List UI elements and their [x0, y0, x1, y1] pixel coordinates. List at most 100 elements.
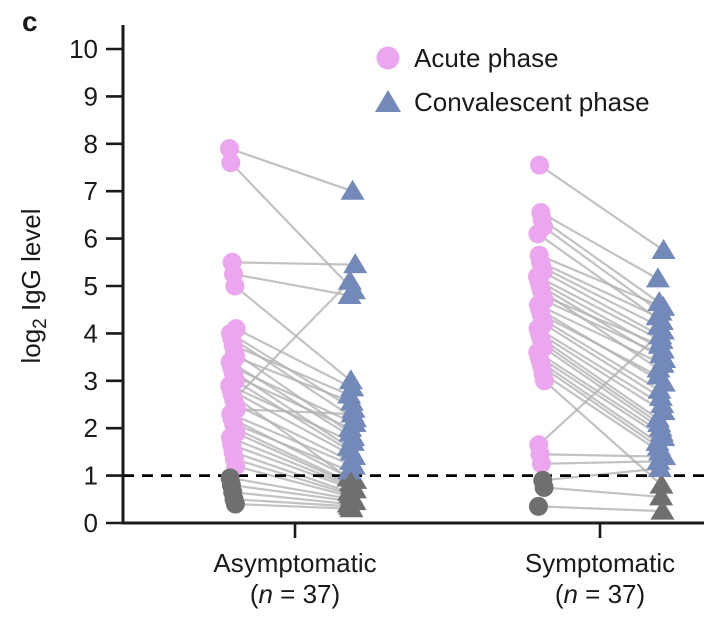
convalescent-point: [647, 333, 672, 354]
pair-line: [235, 502, 352, 510]
acute-point: [530, 155, 550, 175]
pair-line: [538, 332, 665, 413]
group-label-asymptomatic: Asymptomatic: [213, 548, 376, 578]
pair-line: [542, 294, 661, 347]
pair-line: [234, 403, 352, 463]
legend-convalescent-triangle-icon: [375, 90, 401, 112]
acute-point: [220, 139, 239, 159]
group-label-symptomatic: Symptomatic: [525, 548, 675, 578]
acute-point: [221, 153, 241, 173]
acute-point: [225, 494, 245, 514]
pair-line: [234, 457, 351, 496]
convalescent-point: [645, 305, 670, 326]
convalescent-point: [645, 267, 670, 288]
pair-line: [232, 491, 349, 506]
y-tick-label: 8: [84, 129, 98, 159]
n-value: = 37): [273, 579, 340, 609]
pair-line: [234, 427, 352, 484]
pair-line: [538, 254, 664, 309]
pair-line: [231, 483, 355, 503]
pair-line: [542, 372, 661, 453]
n-open-paren: (: [555, 579, 564, 609]
pair-line: [232, 261, 356, 266]
pair-line: [230, 389, 355, 458]
convalescent-point: [651, 238, 676, 259]
data-markers-layer: [220, 139, 677, 520]
legend: Acute phase Convalescent phase: [375, 43, 650, 117]
convalescent-point: [339, 390, 364, 411]
legend-acute-label: Acute phase: [414, 43, 559, 73]
convalescent-point: [343, 253, 368, 274]
pair-line: [235, 465, 353, 498]
convalescent-point: [338, 416, 363, 437]
acute-point: [225, 276, 245, 296]
pair-line: [538, 164, 665, 252]
n-symbol: n: [563, 579, 577, 609]
pair-line: [232, 280, 351, 401]
y-axis-label: log2 IgG level: [16, 208, 51, 363]
acute-point: [534, 477, 554, 497]
pair-line: [230, 161, 355, 292]
acute-point: [534, 371, 554, 391]
panel-label: c: [22, 6, 38, 37]
convalescent-point: [650, 319, 675, 340]
pair-line: [538, 303, 664, 366]
pair-line: [543, 486, 662, 499]
pair-line: [229, 436, 354, 489]
pair-line: [541, 318, 661, 392]
pair-line: [540, 313, 659, 378]
pair-line: [541, 460, 659, 465]
pair-line: [231, 417, 356, 482]
pair-line: [231, 443, 356, 491]
pair-line: [230, 412, 355, 468]
convalescent-point: [649, 343, 674, 364]
pair-line: [539, 360, 659, 444]
pair-line: [541, 218, 660, 304]
pair-line: [537, 351, 663, 434]
convalescent-point: [646, 364, 671, 385]
convalescent-point: [337, 283, 362, 304]
y-tick-label: 3: [84, 366, 98, 396]
pair-line: [233, 498, 351, 508]
pair-line: [537, 232, 663, 323]
convalescent-point: [337, 269, 362, 290]
pair-line: [233, 273, 350, 297]
pair-line: [543, 299, 662, 356]
pair-line: [536, 275, 663, 342]
convalescent-point: [340, 402, 365, 423]
legend-acute-circle-icon: [376, 46, 400, 70]
acute-point: [531, 454, 551, 474]
pair-line: [542, 270, 661, 337]
y-tick-label: 0: [84, 508, 98, 538]
pair-line: [538, 356, 664, 439]
convalescent-point: [650, 499, 675, 520]
y-axis-label-pre: log: [16, 329, 46, 364]
y-tick-label: 10: [69, 34, 98, 64]
y-tick-label: 1: [84, 461, 98, 491]
group-n-symptomatic: (n = 37): [555, 579, 645, 609]
convalescent-point: [340, 179, 365, 200]
pair-line: [229, 384, 354, 444]
pair-line: [236, 408, 353, 416]
pair-line: [232, 344, 350, 397]
convalescent-point: [649, 473, 674, 494]
y-tick-label: 6: [84, 224, 98, 254]
pair-line: [229, 476, 354, 501]
pair-line: [540, 453, 665, 458]
pair-line: [538, 330, 664, 446]
acute-point: [528, 496, 548, 516]
y-tick-label: 7: [84, 176, 98, 206]
pair-line: [537, 327, 663, 406]
pair-line: [540, 211, 659, 280]
pair-line: [541, 266, 660, 328]
x-axis-group-labels: Asymptomatic (n = 37) Symptomatic (n = 3…: [213, 548, 675, 609]
pair-line: [234, 379, 353, 453]
group-n-asymptomatic: (n = 37): [250, 579, 340, 609]
pair-lines-layer: [229, 147, 665, 513]
y-axis-label-post: IgG level: [16, 208, 46, 318]
pair-line: [235, 356, 353, 404]
convalescent-point: [340, 430, 365, 451]
pair-line: [541, 341, 660, 425]
